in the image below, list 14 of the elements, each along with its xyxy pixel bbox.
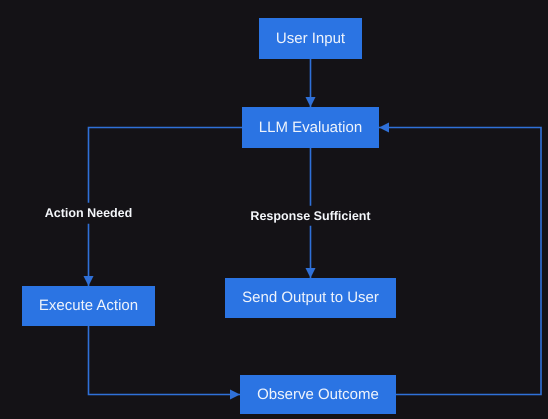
step-label: Observe Outcome [257,386,379,404]
connector-arrow [84,126,242,286]
connector-arrow [306,59,316,107]
process-box [259,18,362,59]
connector-arrow [379,122,542,396]
step-label: Execute Action [38,297,138,315]
process-box [242,107,379,148]
process-box [225,278,396,318]
connector-arrow [88,326,240,400]
process-box [22,286,155,326]
process-box [240,375,396,414]
step-label: Send Output to User [242,289,379,307]
step-label: LLM Evaluation [258,118,362,136]
step-label: User Input [276,30,346,48]
